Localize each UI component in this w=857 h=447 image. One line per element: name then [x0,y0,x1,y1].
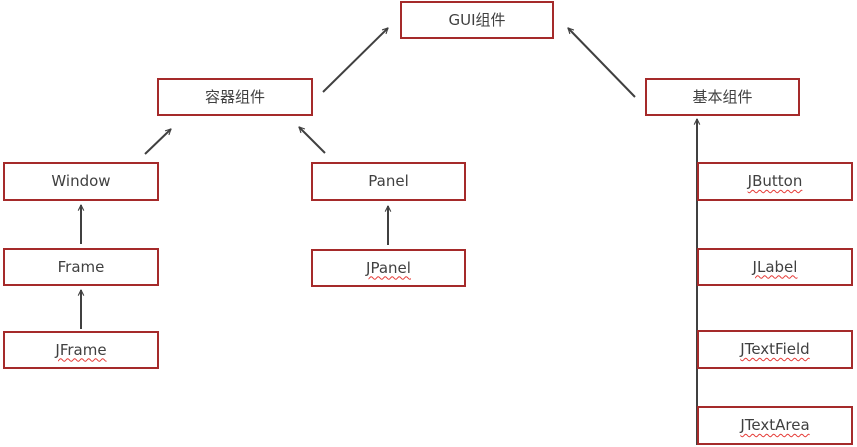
node-label: Frame [57,257,105,276]
node-label: JTextField [740,340,810,358]
node-label: JLabel [752,257,798,276]
arrow-basic-to-gui [568,28,636,98]
node-label: 容器组件 [204,87,265,106]
node-jbutton: JButton [697,162,853,201]
node-panel: Panel [311,162,466,201]
node-basic-component: 基本组件 [645,78,800,116]
node-label: JFrame [55,340,107,359]
node-jpanel: JPanel [311,249,466,287]
arrow-window-to-container [144,129,171,155]
arrow-container-to-gui [322,28,388,93]
node-jframe: JFrame [3,331,159,369]
node-label: JPanel [366,258,411,277]
node-jtextfield: JTextField [697,330,853,369]
node-gui-component: GUI组件 [400,1,554,39]
node-label: JTextArea [740,416,810,434]
node-label: 基本组件 [692,87,753,106]
node-label: Panel [368,172,409,190]
node-frame: Frame [3,248,159,286]
node-label: Window [51,172,111,190]
node-container-component: 容器组件 [157,78,313,116]
node-jtextarea: JTextArea [697,406,853,445]
node-label: JButton [747,172,803,190]
node-jlabel: JLabel [697,248,853,286]
arrow-panel-to-container [299,127,326,154]
node-window: Window [3,162,159,201]
node-label: GUI组件 [448,10,506,29]
